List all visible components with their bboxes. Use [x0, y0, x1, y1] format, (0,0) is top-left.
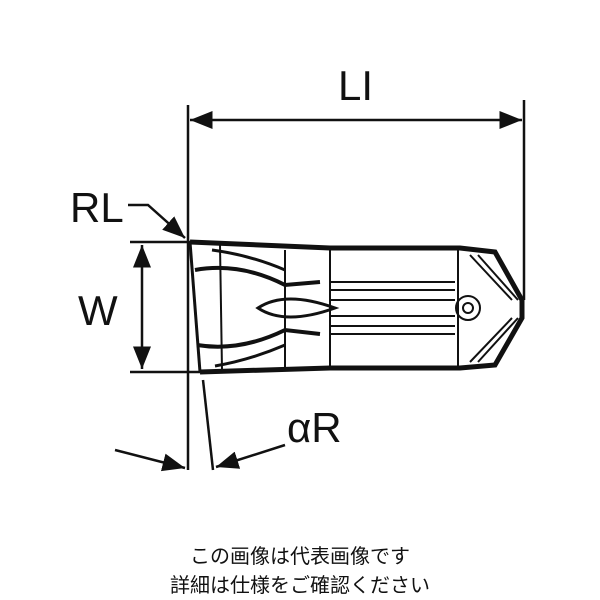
- caption-line-2: 詳細は仕様をご確認ください: [170, 573, 430, 597]
- angle-line: [201, 379, 215, 471]
- angle-arrow-left: [114, 448, 186, 472]
- caption-line-1: この画像は代表画像です: [190, 544, 410, 568]
- insert-shape: [188, 239, 525, 375]
- label-w: W: [78, 287, 118, 334]
- rl-leader: [128, 203, 186, 239]
- label-li: LI: [338, 62, 373, 109]
- label-rl: RL: [70, 184, 124, 231]
- angle-arrow-right: [215, 443, 286, 469]
- label-alpha-r: αR: [287, 404, 342, 451]
